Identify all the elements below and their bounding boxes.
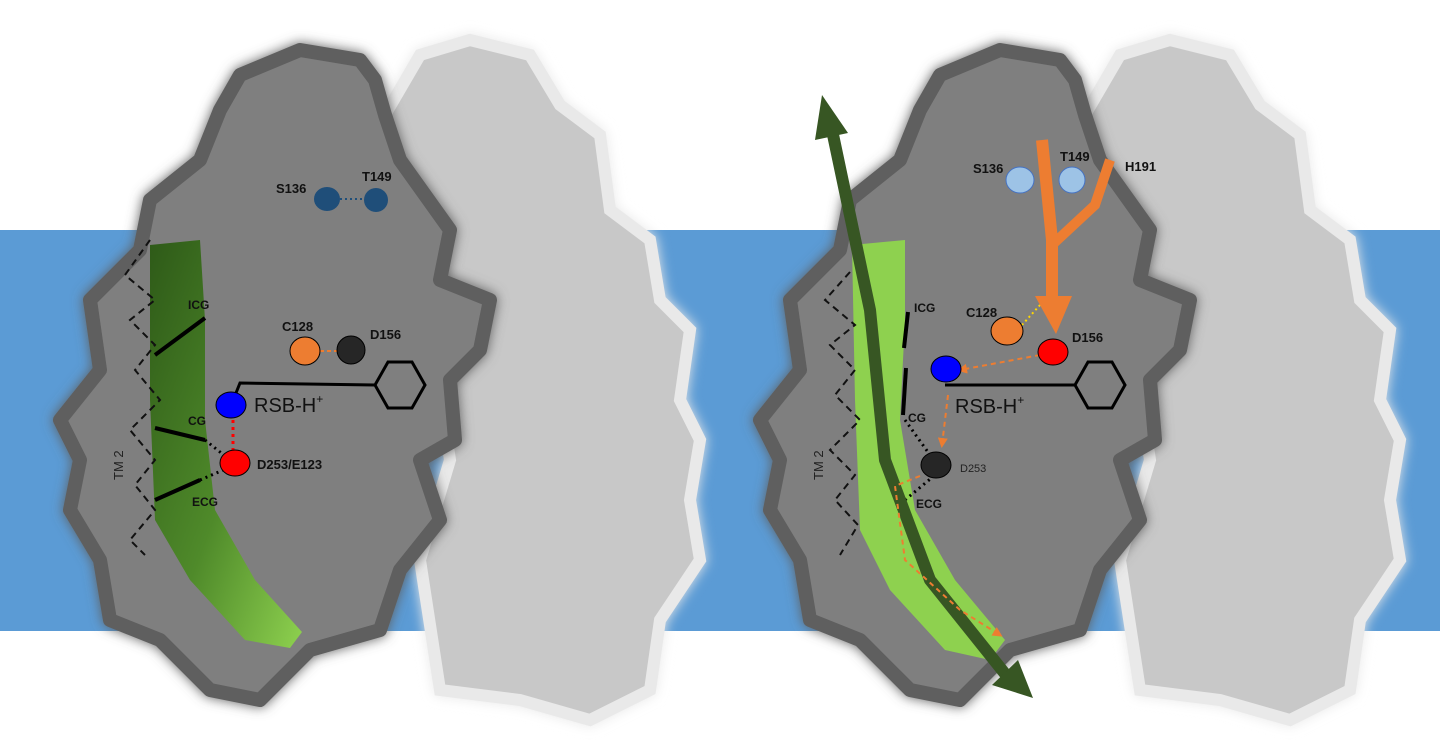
right-tm2-zigzag xyxy=(823,271,862,556)
left-retinal-ring xyxy=(373,360,427,410)
right-d253-label: D253 xyxy=(960,463,986,475)
right-rsb-residue xyxy=(930,355,962,383)
left-ecg-bar xyxy=(154,478,201,502)
right-tm2-label: TM 2 xyxy=(811,450,826,480)
right-d253-residue xyxy=(920,451,952,479)
left-ecg-label: ECG xyxy=(192,495,218,509)
left-t149-residue xyxy=(364,188,388,212)
left-tm2-label: TM 2 xyxy=(111,450,126,480)
right-c128-residue xyxy=(990,316,1024,346)
right-tm2-helix xyxy=(852,240,1005,660)
left-back-subunit xyxy=(378,33,707,727)
left-icg-label: ICG xyxy=(188,298,209,312)
left-c128-label: C128 xyxy=(282,319,313,334)
right-d253-outflow-dash xyxy=(893,475,1003,637)
left-d156-residue xyxy=(336,335,366,365)
right-s136-label: S136 xyxy=(973,161,1003,176)
right-ion-path-arrow xyxy=(826,128,1015,684)
right-rsb-label: RSB-H+ xyxy=(955,393,1024,418)
right-t149-residue xyxy=(1058,166,1086,194)
right-icg-label: ICG xyxy=(914,301,935,315)
right-proton-branch xyxy=(1048,158,1115,249)
left-s136-residue xyxy=(314,187,340,211)
left-cg-bar xyxy=(154,426,206,442)
right-t149-label: T149 xyxy=(1060,149,1090,164)
left-c128-residue xyxy=(289,336,321,366)
right-cg-label: CG xyxy=(908,411,926,425)
right-ecg-label: ECG xyxy=(916,497,942,511)
left-rsb-residue xyxy=(215,391,247,419)
right-cg-bar xyxy=(901,367,908,416)
left-icg-bar xyxy=(153,316,207,357)
right-d156-label: D156 xyxy=(1072,330,1103,345)
right-ion-arrow-head-bottom xyxy=(992,660,1033,698)
right-ecg-dots xyxy=(904,473,936,502)
right-ion-arrow-head-top xyxy=(815,95,848,140)
right-d156-residue xyxy=(1037,338,1069,366)
left-d156-label: D156 xyxy=(370,327,401,342)
left-tm2-helix xyxy=(150,240,302,648)
left-s136-label: S136 xyxy=(276,181,306,196)
right-d156-rsb-dash xyxy=(957,354,1041,374)
right-icg-bar xyxy=(902,311,910,349)
left-protein: S136 T149 ICG CG ECG C128 D156 D253/E123… xyxy=(53,33,707,727)
right-proton-path-head xyxy=(1035,296,1072,334)
left-rsb-label: RSB-H+ xyxy=(254,392,323,417)
right-retinal-ring xyxy=(1073,360,1127,410)
left-cg-label: CG xyxy=(188,414,206,428)
right-s136-residue xyxy=(1005,166,1035,194)
right-back-subunit xyxy=(1078,33,1407,727)
right-cg-dots xyxy=(903,419,932,456)
left-t149-label: T149 xyxy=(362,169,392,184)
left-d253-label: D253/E123 xyxy=(257,457,322,472)
right-protein: S136 T149 H191 ICG CG ECG C128 D156 D253… xyxy=(753,33,1407,727)
right-c128-label: C128 xyxy=(966,305,997,320)
right-h191-label: H191 xyxy=(1125,159,1156,174)
left-d253-residue xyxy=(219,449,251,477)
left-tm2-zigzag xyxy=(123,239,162,556)
